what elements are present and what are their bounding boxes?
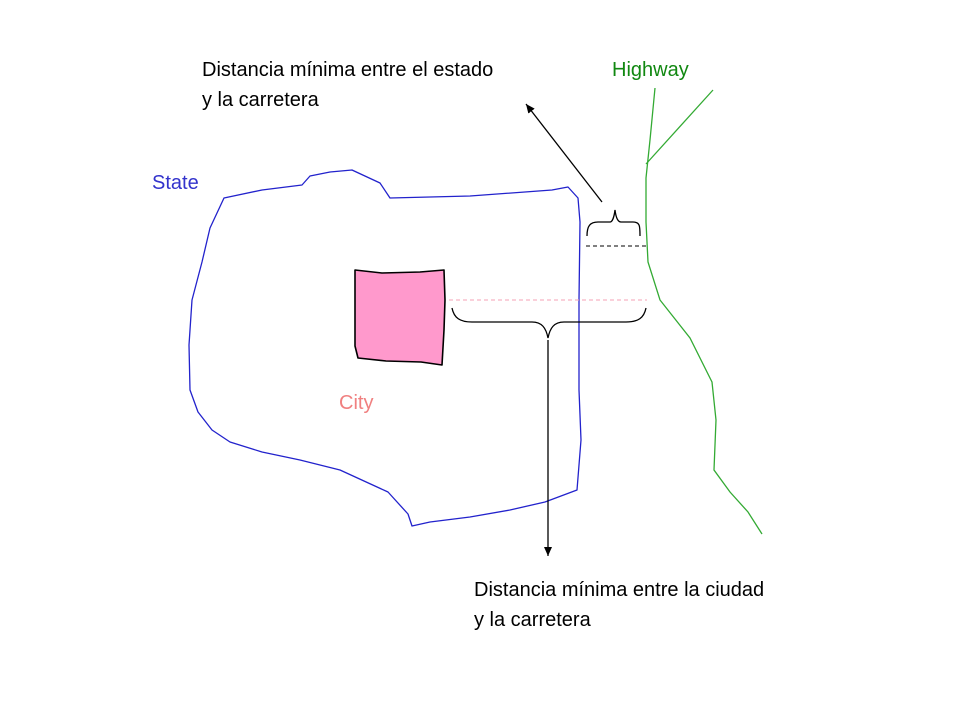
city-block [354, 269, 446, 366]
arrow-to-state-highway-label [525, 103, 603, 203]
state-highway-callout-line1: Distancia mínima entre el estado [202, 59, 494, 81]
city-highway-callout-line1: Distancia mínima entre la ciudad [474, 579, 765, 601]
state-boundary [188, 169, 582, 527]
state-highway-brace [586, 209, 641, 237]
highway-branch-line [645, 89, 714, 165]
city-highway-callout-line2: y la carretera [474, 609, 591, 631]
highway-main-line [645, 87, 763, 535]
state-highway-callout-line2: y la carretera [202, 89, 319, 111]
city-highway-brace [451, 307, 647, 339]
state-label: State [152, 172, 199, 194]
city-label: City [339, 392, 374, 414]
highway-label: Highway [612, 59, 689, 81]
